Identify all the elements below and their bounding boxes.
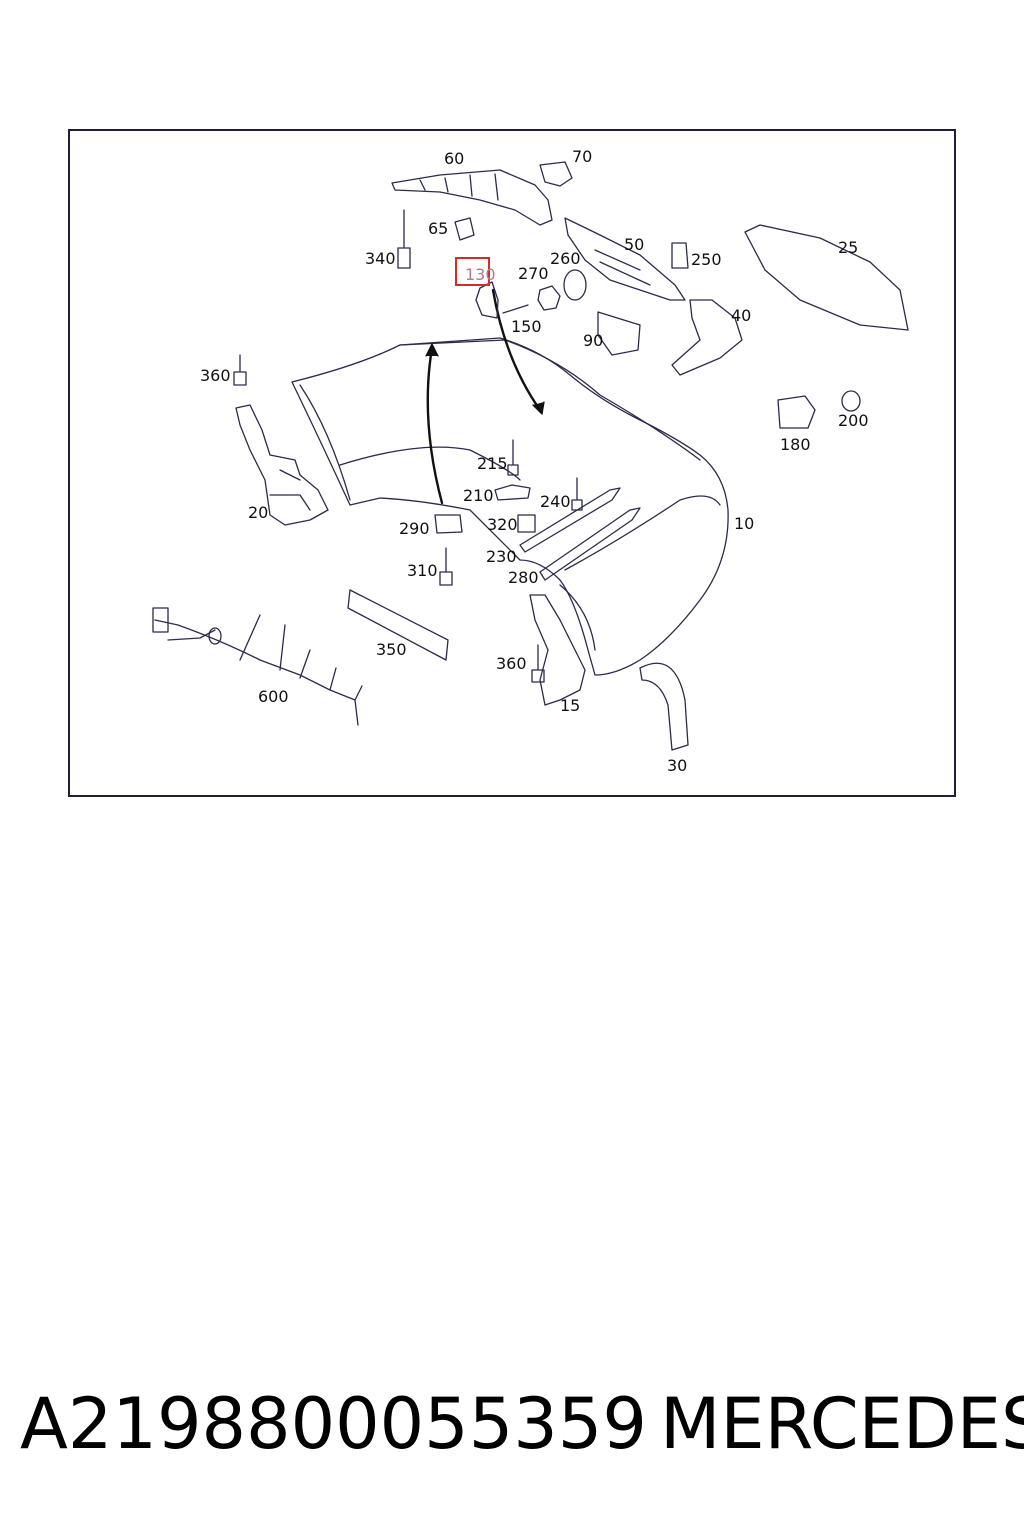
callout-360-bottom: 360 bbox=[496, 654, 527, 673]
brand-name: MERCEDES bbox=[660, 1383, 1024, 1465]
callout-10: 10 bbox=[734, 514, 755, 533]
callout-90: 90 bbox=[583, 331, 604, 350]
callout-600: 600 bbox=[258, 687, 289, 706]
callout-200: 200 bbox=[838, 411, 869, 430]
callout-30: 30 bbox=[667, 756, 688, 775]
callout-150: 150 bbox=[511, 317, 542, 336]
callout-70: 70 bbox=[572, 147, 593, 166]
callout-130: 130 bbox=[465, 265, 496, 284]
footer-caption: A2198800055359 MERCEDES bbox=[20, 1383, 1024, 1465]
callout-290: 290 bbox=[399, 519, 430, 538]
callout-350: 350 bbox=[376, 640, 407, 659]
callout-270: 270 bbox=[518, 264, 549, 283]
callout-310: 310 bbox=[407, 561, 438, 580]
callout-20: 20 bbox=[248, 503, 269, 522]
callout-180: 180 bbox=[780, 435, 811, 454]
callout-65: 65 bbox=[428, 219, 449, 238]
callout-280: 280 bbox=[508, 568, 539, 587]
highlight-box-130 bbox=[455, 257, 490, 286]
callout-25: 25 bbox=[838, 238, 859, 257]
callout-230: 230 bbox=[486, 547, 517, 566]
callout-360-top: 360 bbox=[200, 366, 231, 385]
bumper-cover-shape bbox=[291, 337, 729, 676]
callout-240: 240 bbox=[540, 492, 571, 511]
diagram-frame bbox=[68, 129, 956, 797]
part-number: A2198800055359 bbox=[20, 1383, 647, 1465]
callout-60: 60 bbox=[444, 149, 465, 168]
callout-260: 260 bbox=[550, 249, 581, 268]
callout-15: 15 bbox=[560, 696, 581, 715]
callout-340: 340 bbox=[365, 249, 396, 268]
callout-210: 210 bbox=[463, 486, 494, 505]
callout-215: 215 bbox=[477, 454, 508, 473]
callout-320: 320 bbox=[487, 515, 518, 534]
callout-50: 50 bbox=[624, 235, 645, 254]
callout-40: 40 bbox=[731, 306, 752, 325]
callout-250: 250 bbox=[691, 250, 722, 269]
